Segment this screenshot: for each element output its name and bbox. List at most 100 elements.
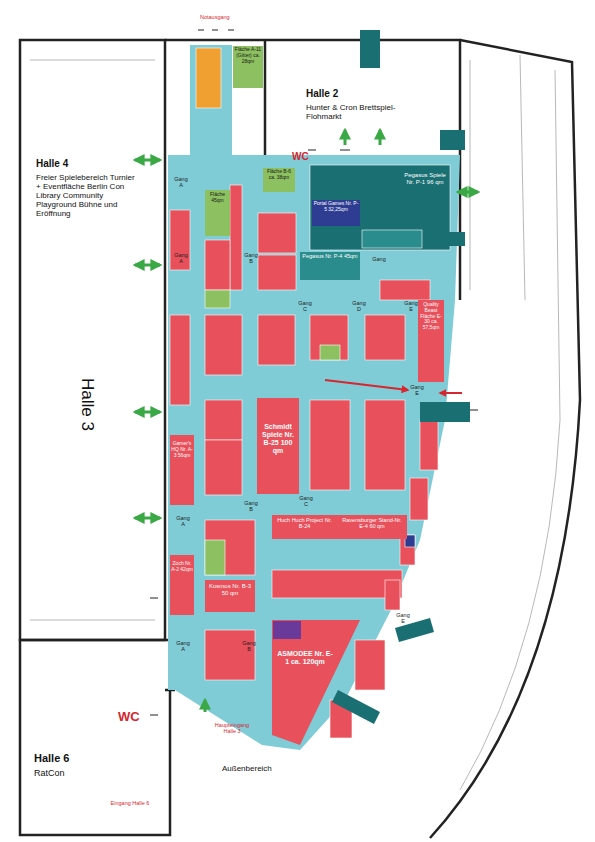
- plan-stroke: [325, 380, 408, 390]
- plan-stroke: [135, 411, 160, 414]
- plan-stroke: [205, 440, 242, 495]
- stand-label: Schmidt Spiele Nr. B-25 100 qm: [259, 423, 297, 455]
- passages: [332, 30, 470, 724]
- plan-stroke: [135, 517, 160, 520]
- aisle-label: Gang E: [410, 384, 424, 396]
- plan-stroke: [458, 191, 478, 194]
- stand-label: Portal Games Nr. P-5 32,25qm: [313, 201, 359, 213]
- plan-stroke: [420, 402, 470, 422]
- plan-stroke: [20, 640, 170, 835]
- stand-area: Quality Beast Fläche E-30 ca. 57,5qm: [418, 300, 444, 382]
- aisle-label: Gang A: [176, 640, 190, 652]
- stand-area: Fläche B-6 ca. 38qm: [263, 168, 295, 192]
- map-label: Haupteingang Halle 3: [212, 722, 252, 734]
- map-label: WC: [118, 710, 140, 724]
- hall-region: Halle 4Freier Spielebereich Turnier + Ev…: [22, 40, 165, 640]
- sub-stand: [273, 621, 301, 639]
- stand-outline: [272, 620, 360, 745]
- small-areas: [196, 48, 450, 575]
- aisle-label: Gang: [372, 256, 386, 262]
- stand-shape: [272, 620, 360, 745]
- plan-stroke: [440, 392, 462, 394]
- plan-stroke: [170, 315, 190, 405]
- plan-stroke: [170, 210, 190, 270]
- plan-stroke: [205, 540, 225, 575]
- plan-stroke: [258, 213, 296, 253]
- stand-label: Kosmos Nr. B-3 50 qm: [207, 583, 253, 597]
- stand-area: Pegasus Spiele Nr. P-1 96 qm: [402, 170, 448, 225]
- plan-stroke: [150, 30, 478, 715]
- stand-area: Kosmos Nr. B-3 50 qm: [205, 580, 255, 612]
- plan-stroke: [410, 478, 428, 520]
- aisle-label: Gang B: [244, 500, 258, 512]
- hall-walls: [20, 40, 580, 838]
- plan-stroke: [30, 55, 560, 790]
- plan-stroke: [440, 130, 465, 150]
- aisle-label: Gang A: [174, 252, 188, 264]
- plan-stroke: [355, 640, 385, 690]
- aisle-label: Gang B: [242, 640, 256, 652]
- plan-stroke: [205, 240, 230, 290]
- plan-stroke: [310, 165, 450, 250]
- map-label: Eingang Halle 6: [110, 800, 150, 806]
- stand-area: Huch Huch Project Nr. B-24: [272, 515, 337, 539]
- stand-label: Hunter & Cron Brettspiel-Flohmarkt: [306, 103, 411, 121]
- plan-stroke: [385, 580, 400, 610]
- map-label: WC: [292, 151, 309, 162]
- plan-stroke: [205, 630, 255, 680]
- stand-area: Zoch Nr. A-2 42qm: [170, 555, 194, 615]
- stand-area: Fläche A-11 (Gitter) ca. 28qm: [233, 46, 263, 88]
- plan-stroke: [332, 690, 380, 724]
- aisle-label: Gang C: [299, 495, 313, 507]
- plan-stroke: [230, 185, 242, 290]
- map-label: Außenbereich: [222, 765, 272, 774]
- stand-label: Pegasus Nr. P-4 45qm: [301, 253, 359, 259]
- aisle-label: Gang B: [244, 252, 258, 264]
- hall-name: Halle 6: [34, 752, 162, 765]
- plan-stroke: [365, 315, 405, 360]
- plan-stroke: [205, 315, 242, 375]
- plan-stroke: [310, 315, 348, 360]
- stand-label: Pegasus Spiele Nr. P-1 96 qm: [404, 172, 446, 186]
- map-label: Notausgang: [200, 14, 230, 20]
- stand-area: Ravensburger Stand-Nr. E-4 60 qm: [337, 515, 407, 539]
- plan-stroke: [190, 45, 232, 157]
- plan-stroke: [258, 255, 296, 290]
- plan-stroke: [205, 400, 242, 440]
- hall-name: Halle 3: [77, 378, 96, 431]
- aisle-label: Gang E: [404, 300, 418, 312]
- plan-stroke: [400, 535, 415, 565]
- stand-area: Portal Games Nr. P-5 32,25qm: [312, 200, 360, 226]
- plan-stroke: [135, 264, 160, 267]
- plan-stroke: [196, 48, 221, 108]
- stand-label: Freier Spielebereich Turnier + Eventfläc…: [36, 173, 141, 219]
- plan-stroke: [258, 315, 295, 365]
- hall-name: Halle 2: [306, 88, 420, 100]
- plan-stroke: [205, 290, 230, 308]
- stand-label: Fläche B-6 ca. 38qm: [264, 169, 294, 181]
- stand-label: Gamer's HQ Nr. A-3 56qm: [171, 441, 193, 458]
- plan-stroke: [365, 400, 405, 490]
- plan-stroke: [395, 618, 434, 642]
- door-symbols: [150, 30, 478, 715]
- plan-stroke: [379, 130, 382, 145]
- stand-area: Schmidt Spiele Nr. B-25 100 qm: [257, 398, 299, 494]
- stand-label: RatCon: [34, 768, 139, 778]
- stand-area: Gamer's HQ Nr. A-3 56qm: [170, 435, 194, 505]
- aisle-label: Gang C: [298, 300, 312, 312]
- stand-label: Ravensburger Stand-Nr. E-4 60 qm: [339, 517, 405, 530]
- hall-region: Halle 2 Hunter & Cron Brettspiel-Flohmark…: [266, 40, 426, 158]
- stand-label: Quality Beast Fläche E-30 ca. 57,5qm: [419, 302, 443, 331]
- aisle-label: Gang E: [396, 612, 410, 624]
- plan-stroke: [168, 155, 460, 750]
- plan-stroke: [135, 159, 160, 162]
- plan-stroke: [205, 520, 255, 575]
- stand-label: Zoch Nr. A-2 42qm: [171, 561, 193, 573]
- plan-stroke: [264, 40, 267, 160]
- plan-stroke: [420, 420, 438, 470]
- plan-stroke: [440, 232, 465, 246]
- stand-area: ASMODEE Nr. E-1 ca. 120qm: [272, 620, 360, 745]
- window-marks: [30, 55, 560, 790]
- plan-stroke: [344, 130, 347, 145]
